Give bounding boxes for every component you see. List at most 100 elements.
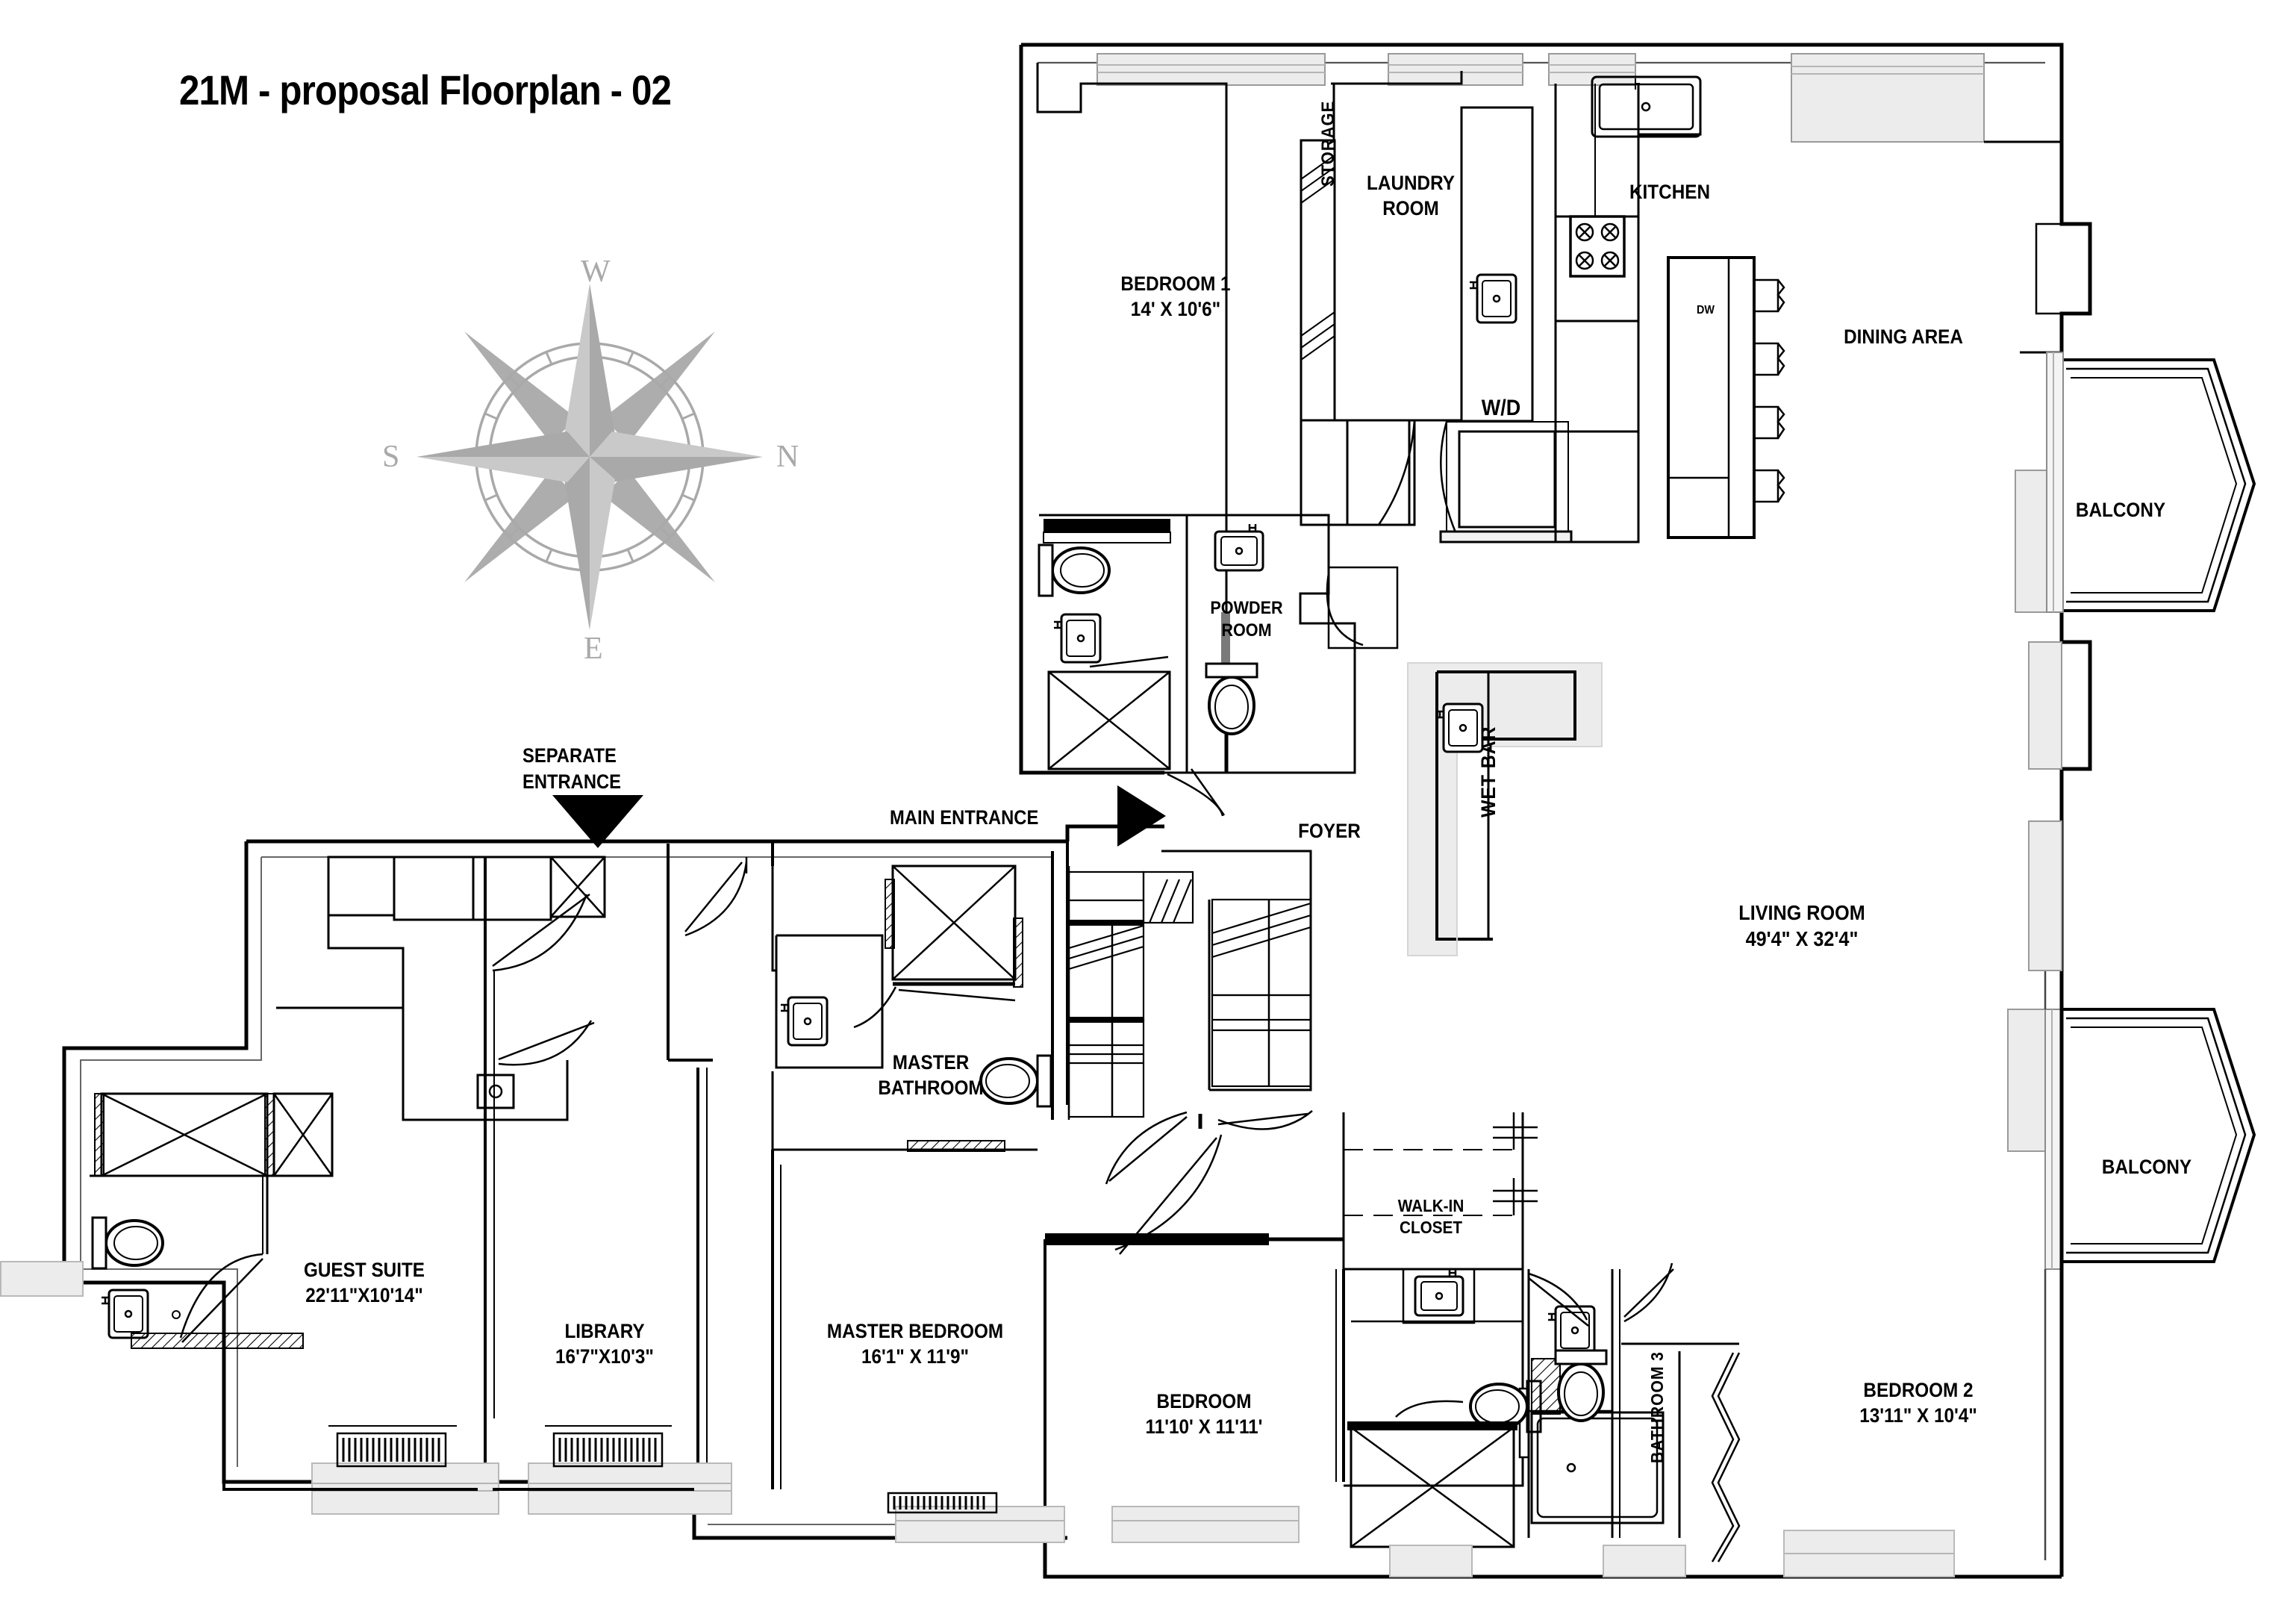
room-dimensions: 16'7"X10'3" [555,1345,654,1368]
bathroom-mid-shower [1347,1400,1517,1548]
room-name: BEDROOM [1156,1390,1252,1412]
bathroom-3-door [1528,1262,1674,1327]
room-name: MASTER [892,1051,970,1074]
separate-entrance-label: SEPARATE ENTRANCE [522,743,621,795]
room-dimensions: 16'1" X 11'9" [861,1345,970,1368]
master-bath-sink [779,996,829,1047]
separate-entrance-line1: SEPARATE [522,744,617,767]
island-stool [1753,278,1785,503]
compass-label-bottom: E [584,632,603,666]
balcony-lower-shape [2062,1008,2256,1263]
wet-bar-counter [1407,662,1603,956]
compass-rose-icon [417,284,763,630]
window-band [1096,53,1985,143]
room-label-guest-suite: GUEST SUITE 22'11"X10'14" [304,1257,425,1308]
bathroom-3-sink [1547,1305,1596,1356]
washer-dryer-unit [1439,421,1573,543]
bedroom1-toilet [1038,543,1111,597]
guest-bath-door [179,1253,263,1343]
room-label-balcony-upper: BALCONY [2076,497,2165,523]
room-label-laundry-room: LAUNDRY ROOM [1367,170,1455,221]
room-name: WALK-IN [1397,1196,1464,1215]
room-name: W/D [1481,396,1521,420]
room-label-foyer: FOYER [1298,818,1361,844]
room-label-washer-dryer: W/D [1482,394,1520,423]
room-name: GUEST SUITE [303,1259,425,1281]
hall-doors [1105,1110,1313,1255]
room-dimensions: BATHROOM [878,1077,984,1100]
kitchen-island [1667,256,1785,539]
room-name: BEDROOM 2 [1863,1379,1974,1401]
room-name: STORAGE [1318,100,1338,187]
bathroom-3-toilet [1554,1349,1608,1422]
room-label-dishwasher: DW [1697,303,1715,318]
room-name: POWDER [1210,598,1283,618]
room-name: DINING AREA [1844,325,1963,348]
room-dimensions: ROOM [1382,197,1439,220]
library-master-walls [696,1068,708,1489]
stove-icon [1569,215,1626,278]
room-label-wet-bar: WET BAR [1477,726,1500,817]
room-label-bathroom-3: BATHROOM 3 [1647,1351,1668,1463]
corridor-storage [1051,850,1312,1120]
bedroom1-sink [1052,613,1102,664]
guest-bath-sink [100,1289,149,1339]
room-dimensions: 11'10' X 11'11' [1145,1415,1263,1439]
room-name: BALCONY [2075,499,2166,521]
guest-bath-toilet [91,1216,164,1270]
entry-door-upper [1167,768,1226,817]
guest-bath-tub-edge [131,1310,304,1349]
room-name: LIBRARY [564,1320,645,1342]
room-label-storage: STORAGE [1318,101,1339,187]
guest-bath [90,1092,334,1254]
guest-suite-closets [276,856,606,1121]
wet-bar-sink [1435,702,1484,753]
room-dimensions: 49'4" X 32'4" [1745,927,1859,951]
room-label-master-bathroom: MASTER BATHROOM [878,1050,983,1100]
room-label-dining-area: DINING AREA [1844,324,1963,349]
room-name: LIVING ROOM [1738,901,1865,924]
separate-entrance-arrow [552,795,643,848]
room-outline-laundry [1331,71,1534,423]
master-bath-toilet [979,1054,1052,1108]
powder-room-door [1326,566,1399,649]
main-entrance-line1: MAIN ENTRANCE [890,806,1039,829]
room-dimensions: 14' X 10'6" [1130,298,1221,321]
room-outline-bedroom-1 [1036,63,1228,773]
compass-label-right: N [776,440,799,474]
door-swing [492,857,748,1066]
room-name: FOYER [1298,820,1361,842]
radiator [328,1425,998,1514]
room-label-walk-in-closet: WALK-IN CLOSET [1398,1195,1464,1239]
balcony-lower-door [2007,1009,2062,1270]
bathroom-mid-sink [1414,1268,1464,1317]
powder-room-toilet [1205,662,1258,735]
walk-in-closet-walls [1342,1112,1538,1271]
room-name: MASTER BEDROOM [826,1320,1004,1342]
kitchen-counters [1554,75,1702,543]
east-wall-detail [1984,140,2062,315]
room-name: BATHROOM 3 [1647,1351,1667,1463]
room-dimensions: CLOSET [1400,1217,1462,1237]
room-name: BEDROOM 1 [1120,272,1231,295]
room-label-master-bedroom: MASTER BEDROOM 16'1" X 11'9" [827,1318,1003,1369]
room-label-bedroom-1: BEDROOM 1 14' X 10'6" [1120,271,1230,322]
separate-entrance-line2: ENTRANCE [522,770,622,794]
main-entrance-arrow [1117,785,1166,847]
living-room-east-windows [2028,641,2062,971]
room-label-balcony-lower: BALCONY [2102,1154,2192,1180]
laundry-sink [1468,273,1517,324]
room-name: WET BAR [1477,726,1500,817]
room-label-bedroom-2: BEDROOM 2 13'11" X 10'4" [1859,1377,1977,1428]
bedroom-main-walls [1044,1233,1345,1538]
room-dimensions: 13'11" X 10'4" [1859,1404,1977,1427]
interior-partitions-left [484,844,713,1489]
page-title: 21M - proposal Floorplan - 02 [179,66,672,113]
room-name: LAUNDRY [1367,172,1455,194]
compass-label-top: W [581,255,611,289]
room-label-kitchen: KITCHEN [1629,179,1710,205]
room-dimensions: 22'11"X10'14" [305,1284,423,1307]
